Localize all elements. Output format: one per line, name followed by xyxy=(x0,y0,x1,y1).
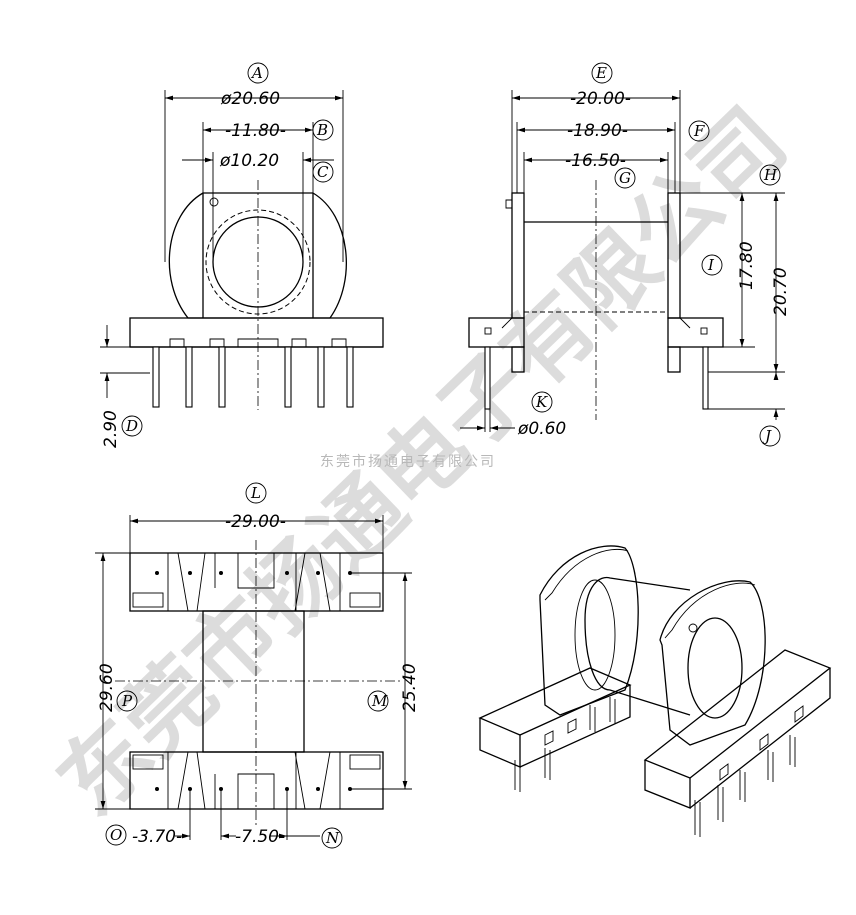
dim-F-value: -18.90- xyxy=(567,121,628,141)
dim-I-value: 17.80 xyxy=(737,241,757,290)
dim-N-value: -7.50- xyxy=(235,827,285,847)
label-J: J xyxy=(759,425,781,447)
side-view xyxy=(460,90,785,432)
label-I: I xyxy=(701,254,723,276)
dim-D-value: 2.90 xyxy=(101,410,121,448)
label-B: B xyxy=(312,119,334,141)
label-O: O xyxy=(105,824,127,846)
label-L: L xyxy=(245,482,267,504)
dim-K-value: ø0.60 xyxy=(517,419,566,439)
svg-text:E: E xyxy=(595,64,607,82)
svg-text:O: O xyxy=(110,826,122,844)
dim-C-value: ø10.20 xyxy=(219,151,279,171)
front-pins xyxy=(152,346,354,408)
label-N: N xyxy=(321,827,343,849)
dim-L-value: -29.00- xyxy=(225,512,286,532)
svg-text:P: P xyxy=(121,692,133,710)
label-G: G xyxy=(614,167,636,189)
svg-text:H: H xyxy=(763,166,778,184)
label-K: K xyxy=(531,391,553,413)
svg-text:A: A xyxy=(250,64,263,82)
label-C: C xyxy=(312,161,334,183)
top-view xyxy=(95,515,412,840)
dim-M-value: 25.40 xyxy=(400,663,420,712)
svg-text:M: M xyxy=(371,692,388,710)
label-A: A xyxy=(247,62,269,84)
dim-P-value: 29.60 xyxy=(97,663,117,712)
svg-text:J: J xyxy=(762,427,772,445)
dim-O-value: -3.70- xyxy=(132,827,182,847)
label-M: M xyxy=(367,690,389,712)
svg-text:C: C xyxy=(317,163,329,181)
label-D: D xyxy=(121,415,143,437)
svg-text:D: D xyxy=(125,417,138,435)
dim-G-value: -16.50- xyxy=(565,151,626,171)
svg-text:G: G xyxy=(619,169,631,187)
label-H: H xyxy=(759,164,781,186)
svg-text:B: B xyxy=(316,121,328,139)
label-P: P xyxy=(116,690,138,712)
svg-text:I: I xyxy=(707,256,715,274)
watermark-small-text: 东莞市扬通电子有限公司 xyxy=(320,453,496,470)
dim-E-value: -20.00- xyxy=(570,89,631,109)
svg-text:N: N xyxy=(325,829,340,847)
label-F: F xyxy=(688,120,710,142)
dim-H-value: 20.70 xyxy=(771,267,791,316)
dim-A-value: ø20.60 xyxy=(220,89,280,109)
front-view xyxy=(100,90,384,410)
label-E: E xyxy=(591,62,613,84)
svg-text:K: K xyxy=(535,393,548,411)
svg-text:L: L xyxy=(250,484,261,502)
dim-B-value: -11.80- xyxy=(225,121,286,141)
svg-text:F: F xyxy=(693,122,705,140)
isometric-view xyxy=(478,545,832,837)
